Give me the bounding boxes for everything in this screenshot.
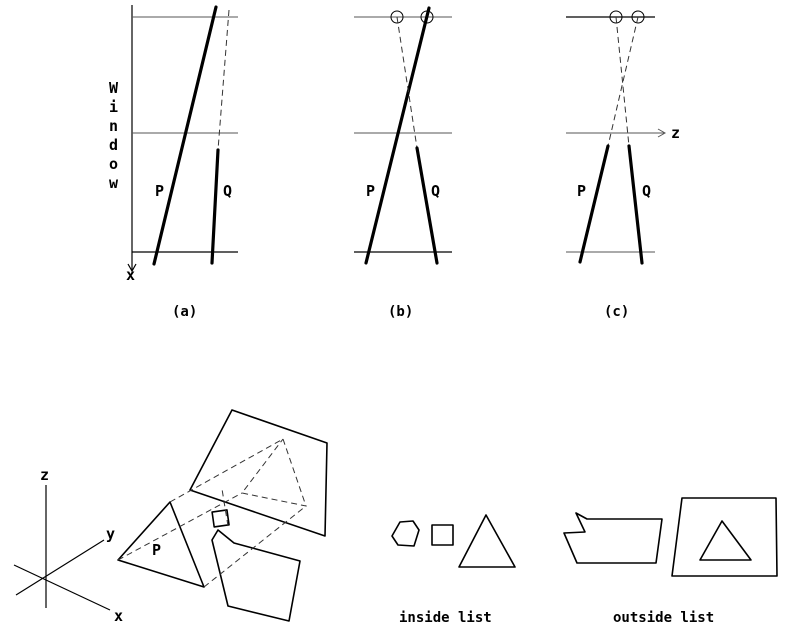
panel-a: P Q x W i n d o w (a)	[109, 5, 238, 320]
panel-c-caption: (c)	[604, 304, 629, 320]
panel-a-label-p: P	[155, 182, 164, 200]
outside-list-frame-triangle	[700, 521, 751, 560]
scene-axis-z-label: z	[40, 466, 49, 484]
panel-b-label-q: Q	[431, 182, 440, 200]
panel-a-axis-x-label: x	[126, 266, 135, 284]
panel-b-caption: (b)	[388, 304, 413, 320]
scene-3d: z y x P	[14, 410, 327, 625]
panel-a-window-letter-d: d	[109, 136, 118, 154]
outside-list: outside list	[564, 498, 777, 626]
panel-b-line-q	[417, 148, 437, 263]
panel-a-window-letter-o: o	[109, 155, 118, 173]
panel-c: P Q z (c)	[566, 11, 680, 320]
panel-c-axis-z-label: z	[671, 124, 680, 142]
outside-list-frame	[672, 498, 777, 576]
scene-projection-line-2	[204, 506, 306, 587]
panel-a-line-p	[154, 7, 216, 264]
panel-c-label-q: Q	[642, 182, 651, 200]
scene-back-quadrilateral	[190, 410, 327, 536]
scene-small-square	[212, 510, 229, 527]
inside-list: inside list	[392, 515, 515, 626]
inside-list-pentagon	[392, 521, 419, 546]
outside-list-caption: outside list	[613, 610, 714, 626]
scene-projection-line-4	[222, 489, 228, 526]
panel-a-label-q: Q	[223, 182, 232, 200]
panel-b: P Q (b)	[354, 8, 452, 320]
scene-axis-x-label: x	[114, 607, 123, 625]
panel-a-window-letter-w: W	[109, 79, 119, 97]
panel-b-line-p	[366, 8, 429, 263]
outside-list-notched-shape	[564, 513, 662, 563]
panel-b-label-p: P	[366, 182, 375, 200]
panel-c-label-p: P	[577, 182, 586, 200]
scene-pentagon	[212, 530, 300, 621]
panel-a-window-letter-i: i	[109, 98, 118, 116]
panel-c-line-p	[580, 146, 608, 262]
panel-a-caption: (a)	[172, 304, 197, 320]
panel-a-line-q-hidden	[218, 10, 229, 150]
scene-axis-y-label: y	[106, 525, 115, 543]
panel-a-line-q	[212, 150, 218, 263]
panel-a-window-letter-w2: w	[109, 174, 119, 192]
scene-projection-line-3	[118, 493, 242, 560]
panel-c-line-q-hidden	[616, 17, 629, 146]
scene-projection-line-1	[170, 439, 283, 502]
inside-list-square	[432, 525, 453, 545]
panel-c-line-q	[629, 146, 642, 263]
scene-label-p: P	[152, 541, 161, 559]
panel-a-window-letter-n: n	[109, 117, 118, 135]
inside-list-triangle	[459, 515, 515, 567]
scene-projected-triangle	[242, 439, 306, 506]
inside-list-caption: inside list	[399, 610, 492, 626]
